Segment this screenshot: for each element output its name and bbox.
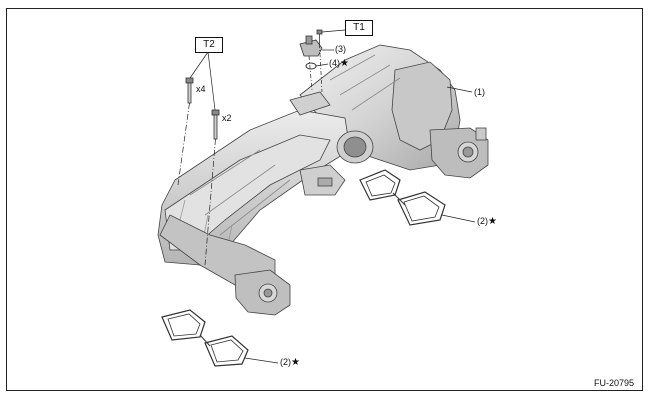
quantity-x4: x4 [196,84,206,94]
callout-1: (1) [474,87,485,97]
figure-id: FU-20795 [594,378,635,388]
callout-2-upper: (2)★ [477,216,497,227]
star-icon: ★ [488,216,497,227]
callout-2-lower: (2)★ [280,357,300,368]
callout-2-upper-text: (2) [477,216,488,226]
gasket-lower [161,309,249,367]
intake-manifold [157,44,489,316]
sensor-part [299,35,323,57]
bolt-t1 [316,29,323,44]
callout-4-text: (4) [329,58,340,68]
star-icon: ★ [291,357,300,368]
gasket-upper [359,169,446,226]
o-ring [305,62,317,70]
torque-box-t1: T1 [345,20,373,36]
callout-4: (4)★ [329,58,349,69]
star-icon: ★ [340,58,349,69]
quantity-x2: x2 [222,113,232,123]
callout-2-lower-text: (2) [280,357,291,367]
figure-frame [6,8,643,391]
torque-box-t2: T2 [195,37,223,53]
callout-3: (3) [335,44,346,54]
leader-lines [177,29,476,364]
